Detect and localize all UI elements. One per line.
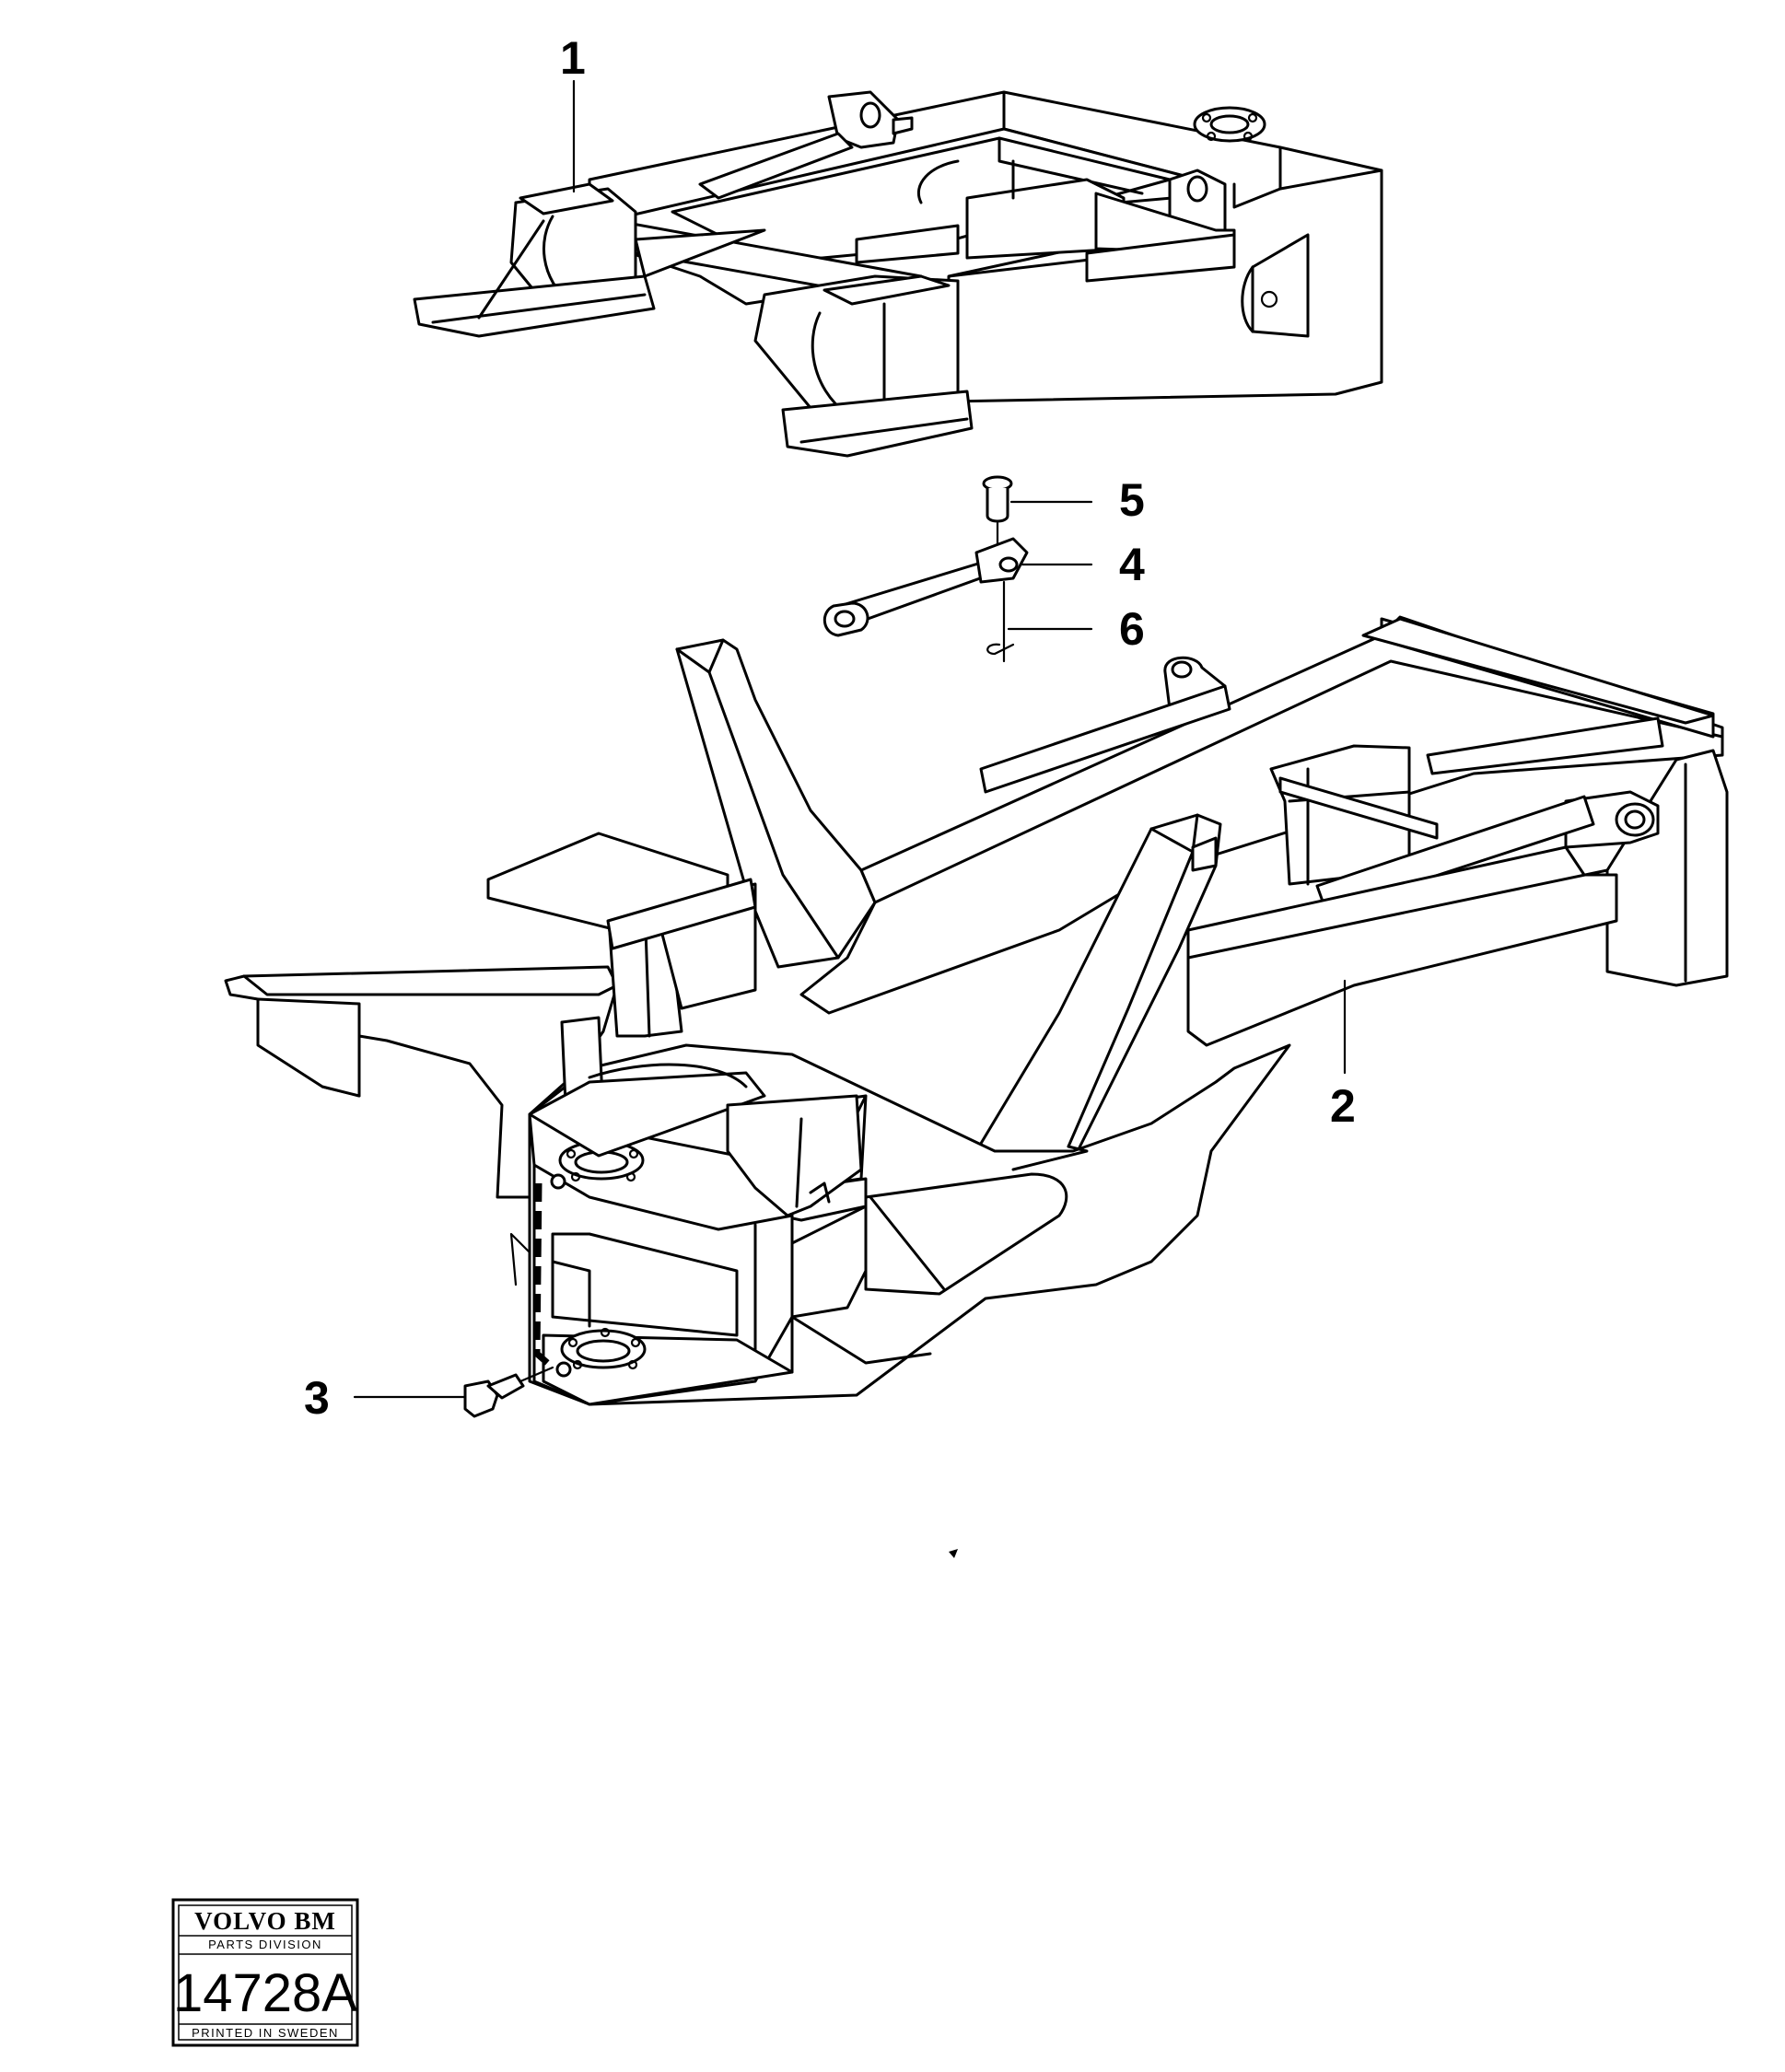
part-5-pin <box>982 475 1013 552</box>
part-3-grease-nipple <box>463 1173 572 1418</box>
callout-3: 3 <box>304 1372 330 1424</box>
stamp-printed: PRINTED IN SWEDEN <box>192 2026 339 2040</box>
stamp-number: 14728A <box>173 1963 357 2023</box>
callout-labels: 1 2 3 4 5 6 <box>304 32 1356 1424</box>
callout-4: 4 <box>1119 539 1145 590</box>
part-6-clip <box>986 643 1015 663</box>
callout-1: 1 <box>560 32 586 84</box>
leader-lines <box>353 79 1347 1399</box>
part-4-link-rod <box>823 537 1029 646</box>
stray-mark <box>949 1549 958 1558</box>
callout-2: 2 <box>1330 1080 1356 1132</box>
part-1-rear-frame <box>413 90 1383 458</box>
callout-5: 5 <box>1119 474 1145 526</box>
part-2-front-frame <box>224 615 1729 1406</box>
callout-6: 6 <box>1119 603 1145 655</box>
stamp-brand: VOLVO BM <box>194 1907 336 1935</box>
volvo-bm-stamp: VOLVO BM PARTS DIVISION 14728A PRINTED I… <box>171 1898 359 2047</box>
stamp-division: PARTS DIVISION <box>208 1938 322 1951</box>
